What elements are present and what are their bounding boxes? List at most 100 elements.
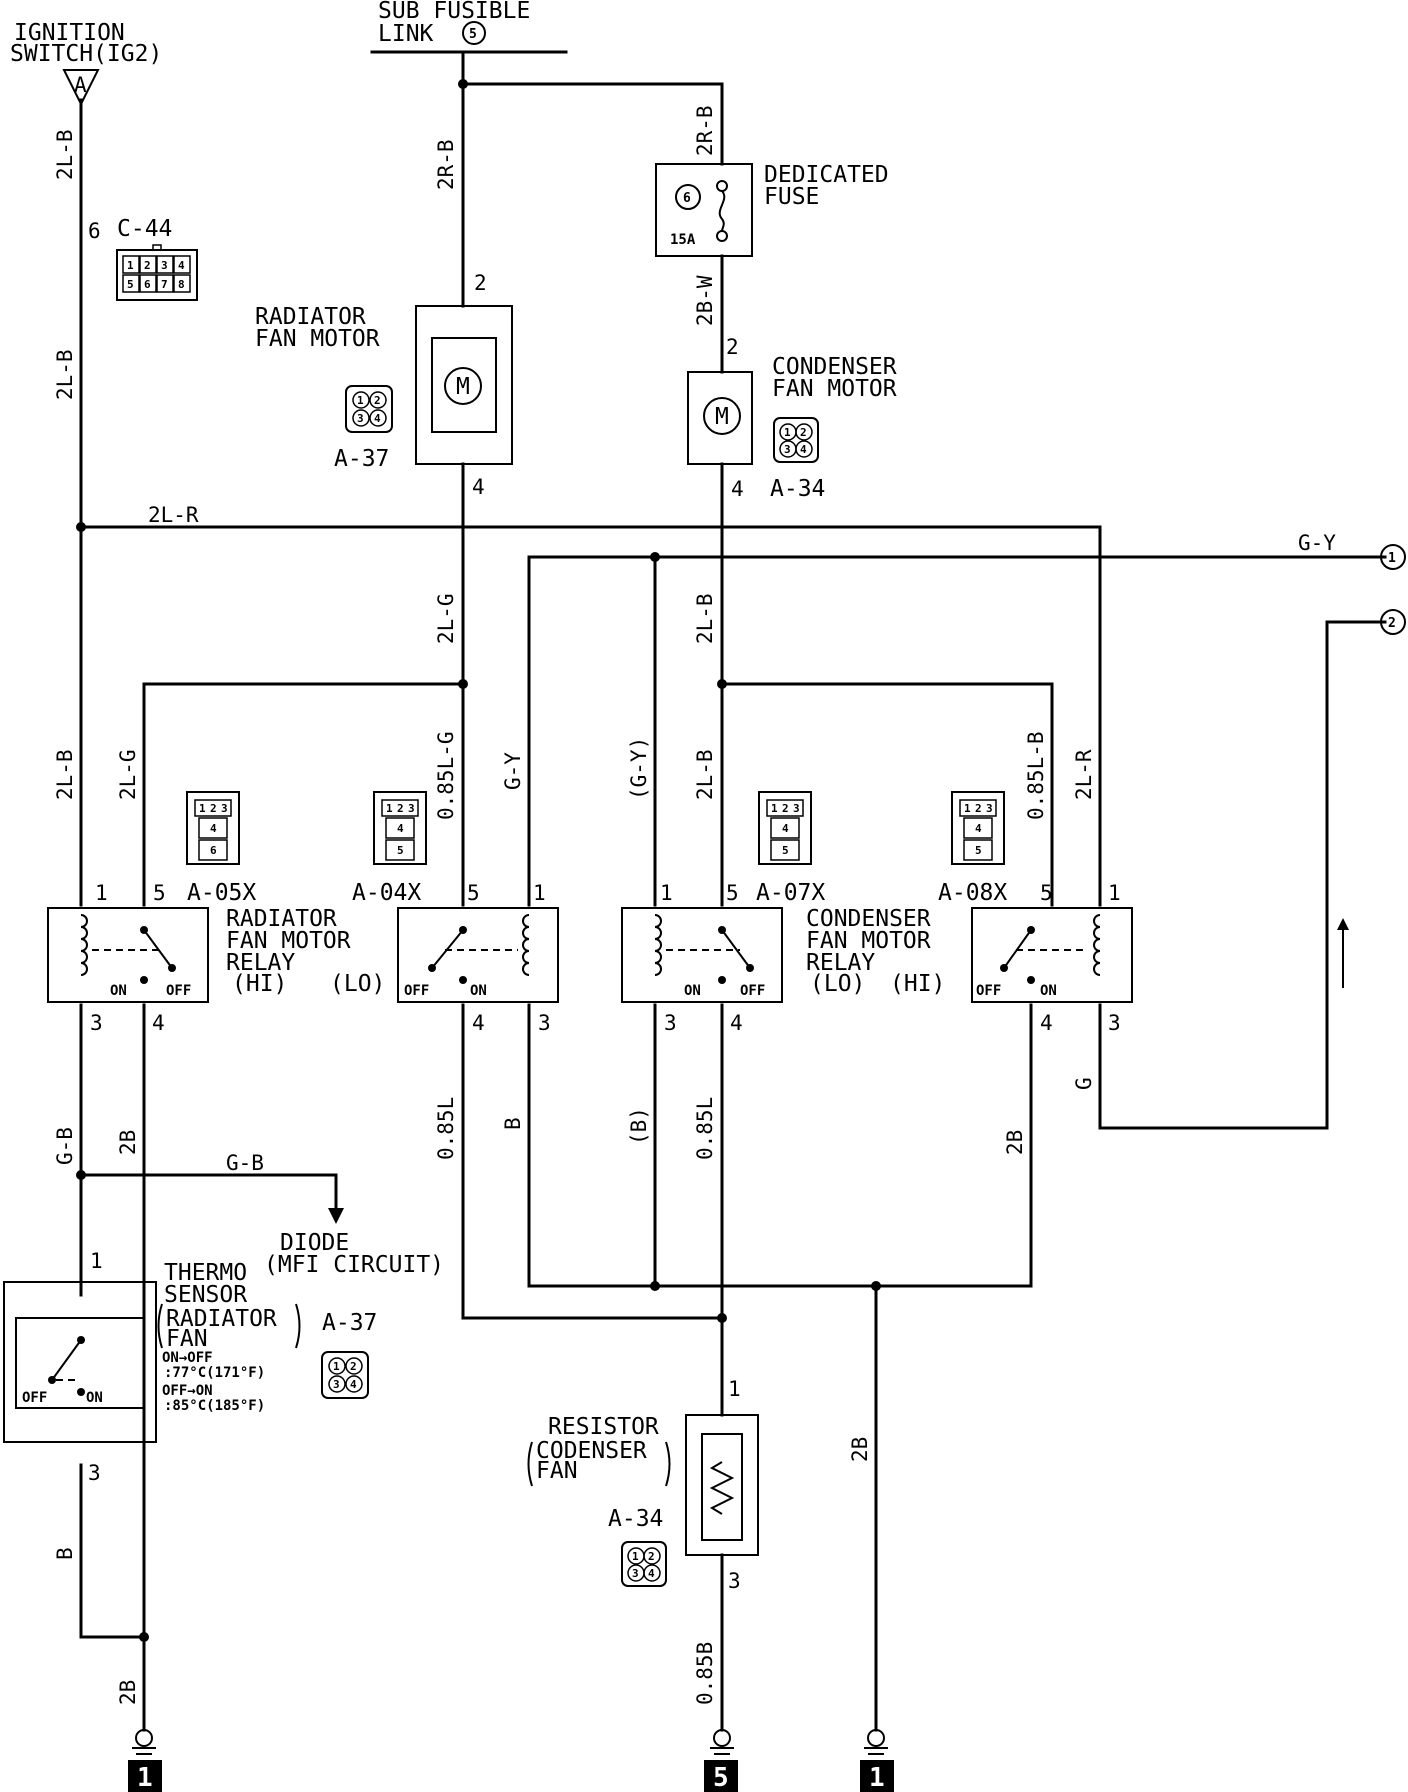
wire-label: G-B xyxy=(53,1127,77,1165)
junction-dot xyxy=(717,1313,727,1323)
sub-fusible-label-1: SUB FUSIBLE xyxy=(378,0,530,24)
wire-label: B xyxy=(53,1547,77,1560)
wire-label: 0.85B xyxy=(693,1642,717,1705)
pin-label: 1 xyxy=(533,881,546,905)
rad-relay-hi: (HI) xyxy=(232,971,287,997)
thermo-sub-1: RADIATOR xyxy=(166,1306,277,1332)
quad-pin: 4 xyxy=(374,412,381,425)
wire-label: 2L-R xyxy=(1072,749,1096,800)
a34-body xyxy=(773,417,819,463)
quad-pin: 2 xyxy=(374,394,381,407)
thermo-spec-4: :85°C(185°F) xyxy=(164,1398,265,1414)
diode-label-1: DIODE xyxy=(280,1230,349,1256)
fuse-rating: 15A xyxy=(670,232,696,248)
pin-label: 4 xyxy=(472,1011,485,1035)
cond-motor-icon xyxy=(703,397,741,435)
relay-pin: 1 xyxy=(771,802,778,815)
relay-pin: 3 xyxy=(408,802,415,815)
relay-pin: 1 xyxy=(964,802,971,815)
pin-label: 1 xyxy=(1108,881,1121,905)
fusible-number: 5 xyxy=(469,27,477,42)
relay-off-label: OFF xyxy=(976,983,1001,999)
rad-motor-outer xyxy=(415,305,513,465)
wire-label: G-Y xyxy=(1298,531,1336,555)
connector-c44-label: C-44 xyxy=(117,216,172,242)
wire-label: G-Y xyxy=(501,752,525,790)
junction-dot xyxy=(76,522,86,532)
relay-pin: 5 xyxy=(397,844,404,857)
relay-switch-arm xyxy=(721,929,751,969)
relay-box xyxy=(621,907,783,1003)
cond-motor-symbol: M xyxy=(715,404,729,430)
fuse-number: 6 xyxy=(683,191,691,206)
thermo-spec-2: :77°C(171°F) xyxy=(164,1365,265,1381)
ground-badge xyxy=(704,1760,738,1792)
relay-coil-icon xyxy=(80,914,88,976)
pin-label: 5 xyxy=(726,881,739,905)
pin-label: 5 xyxy=(1040,881,1053,905)
ground-badge xyxy=(128,1760,162,1792)
wire-label: 2L-B xyxy=(693,593,717,644)
pin-label: 5 xyxy=(153,881,166,905)
relay-pin: 2 xyxy=(397,802,404,815)
rad-motor-label-1: RADIATOR xyxy=(255,304,366,330)
fuse-element-icon xyxy=(718,190,726,232)
wire-labels-lower: G-B 2B G-B 0.85L B (B) 0.85L 2B G B 2B 0… xyxy=(53,1077,1096,1705)
quad-pin: 3 xyxy=(357,412,364,425)
relay-pin: 3 xyxy=(986,802,993,815)
dedicated-fuse-label-1: DEDICATED xyxy=(764,162,889,188)
wire-label: 2R-B xyxy=(434,139,458,190)
quad-pin: 4 xyxy=(350,1378,357,1391)
relay-on-label: ON xyxy=(1040,983,1057,999)
sensor-contact xyxy=(48,1376,56,1384)
relay-coil-icon xyxy=(522,914,530,976)
fusible-number-circle xyxy=(462,21,486,45)
thermo-sensor: 1 OFF ON 3 THERMO SENSOR RADIATOR FAN A-… xyxy=(3,1249,377,1485)
diode-arrow-icon xyxy=(328,1208,344,1224)
c44-pin: 1 xyxy=(127,259,134,272)
relay-contact xyxy=(168,964,176,972)
cond-relay-label-3: RELAY xyxy=(806,950,875,976)
wire-label: 2L-G xyxy=(116,749,140,800)
connector-a08x-label: A-08X xyxy=(938,880,1007,906)
relay-pin: 3 xyxy=(221,802,228,815)
resistor-inner xyxy=(701,1433,743,1541)
wire-label: 2L-R xyxy=(148,503,199,527)
connector-a04x-label: A-04X xyxy=(352,880,421,906)
junction-dot xyxy=(76,1170,86,1180)
resistor-zigzag-icon xyxy=(709,1461,735,1515)
cond-motor-label-2: FAN MOTOR xyxy=(772,376,897,402)
relay-coil-icon xyxy=(1093,914,1101,976)
connector-a08x-icon: 1 2 3 4 5 xyxy=(951,791,1005,865)
quad-pin: 3 xyxy=(333,1378,340,1391)
connector-a04x-icon: 1 2 3 4 5 xyxy=(373,791,427,865)
junction-dot xyxy=(650,552,660,562)
quad-pin: 2 xyxy=(648,1550,655,1563)
wire-label: B xyxy=(501,1117,525,1130)
ground-1-left: 1 xyxy=(128,1729,162,1792)
connector-a37-sensor-label: A-37 xyxy=(322,1310,377,1336)
sub-fusible-label-2: LINK xyxy=(378,21,434,47)
resistor-label-2: CODENSER xyxy=(536,1438,647,1464)
sensor-switch-arm xyxy=(51,1339,82,1381)
wire-label-2BW: 2B-W xyxy=(693,275,717,326)
cond-motor-pin-4: 4 xyxy=(731,477,744,501)
rad-motor-pin-4: 4 xyxy=(472,475,485,499)
diode-label-2: (MFI CIRCUIT) xyxy=(264,1252,444,1278)
quad-pin: 3 xyxy=(632,1567,639,1580)
pin-label: 3 xyxy=(538,1011,551,1035)
rad-relay-label-3: RELAY xyxy=(226,950,295,976)
relay-contact xyxy=(140,976,148,984)
wire-label: 0.85L xyxy=(434,1097,458,1160)
junction-dot xyxy=(871,1281,881,1291)
fuse-terminal-top xyxy=(716,180,728,192)
ignition-connector-icon xyxy=(62,69,100,107)
wire-labels-upper: 2L-B 2L-B 2R-B 2R-B 2L-R G-Y 2L-G 2L-B 2… xyxy=(53,105,1336,820)
paren-left xyxy=(527,1441,533,1487)
relay-contact xyxy=(746,964,754,972)
reference-markers: 1 2 xyxy=(1337,544,1406,988)
ref-1: 1 xyxy=(1388,551,1396,566)
paren-right xyxy=(665,1441,671,1487)
relay-radiator-hi: 1 5 A-05X ON OFF 3 4 RADIATOR FAN MOTOR … xyxy=(47,880,385,1035)
